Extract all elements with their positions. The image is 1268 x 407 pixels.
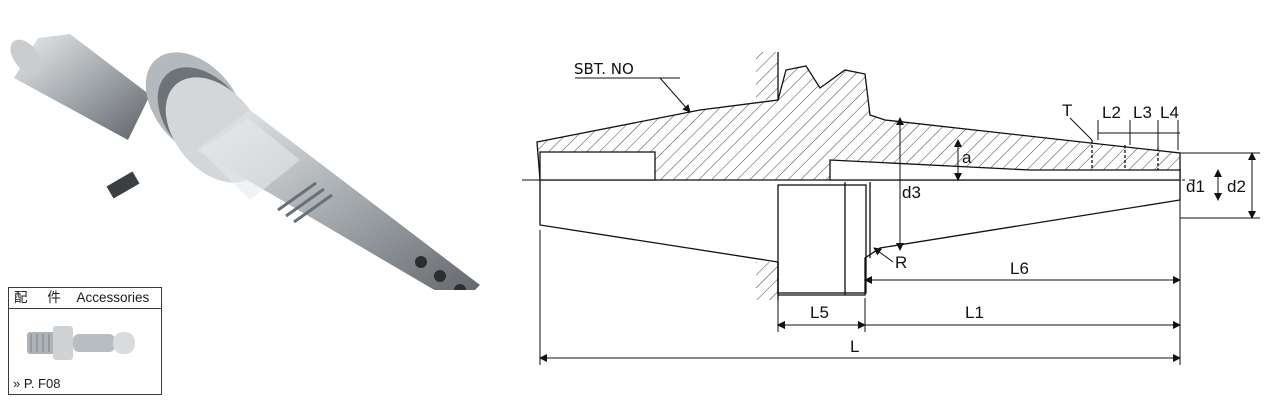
label-L6: L6 (1010, 259, 1029, 278)
label-L4: L4 (1160, 103, 1179, 122)
technical-drawing: SBT. NO T L2 L3 L4 a d1 d2 d3 R L6 L5 L1… (522, 52, 1260, 365)
label-L2: L2 (1102, 103, 1121, 122)
pull-stud-icon (27, 326, 135, 360)
label-L1: L1 (965, 303, 984, 322)
accessories-header-en: Accessories (76, 290, 150, 305)
dimension-lines (539, 77, 1260, 365)
label-a: a (962, 148, 972, 167)
accessories-header: 配 件 Accessories (9, 288, 161, 309)
model-label: SBT. NO (574, 60, 634, 78)
label-d3: d3 (902, 183, 921, 202)
holder-section (536, 52, 1181, 300)
accessories-header-cn: 配 件 (14, 290, 69, 305)
label-T: T (1062, 101, 1072, 120)
accessories-page-ref: » P. F08 (13, 376, 61, 391)
label-L5: L5 (810, 303, 829, 322)
accessories-box: 配 件 Accessories » P. F08 (8, 287, 162, 395)
label-d2: d2 (1227, 177, 1246, 196)
toolholder-photo (10, 34, 480, 290)
label-L: L (850, 337, 859, 356)
label-d1: d1 (1186, 177, 1205, 196)
label-L3: L3 (1133, 103, 1152, 122)
label-R: R (895, 253, 907, 272)
toolholder-body (10, 34, 480, 290)
